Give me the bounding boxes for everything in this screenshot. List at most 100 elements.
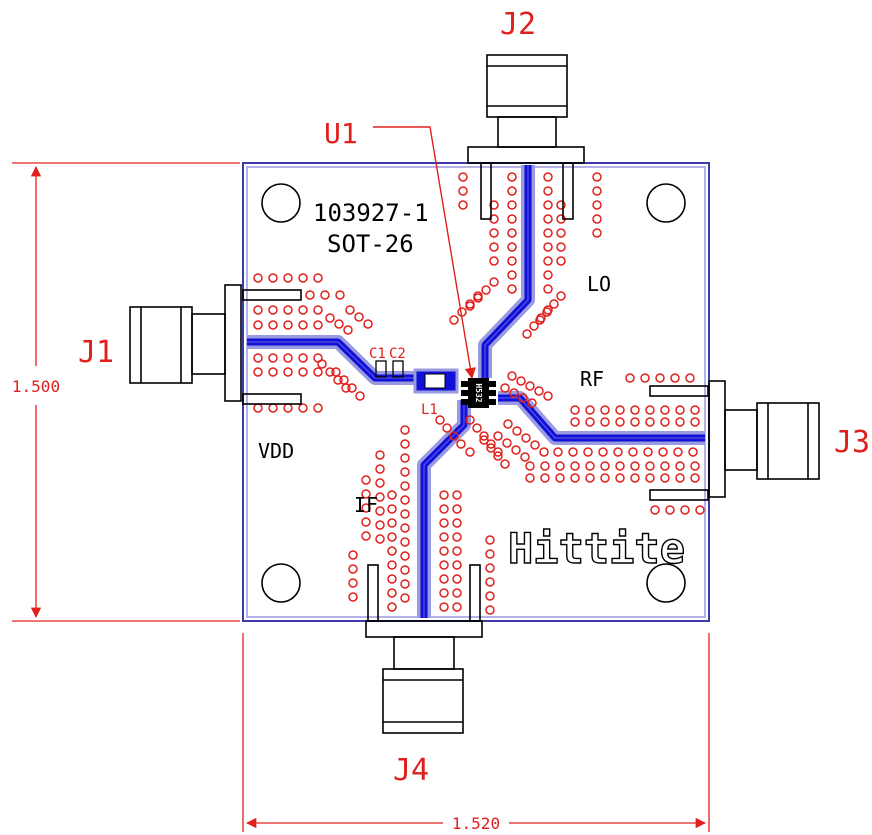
via — [375, 534, 385, 544]
via — [387, 602, 397, 612]
via — [439, 602, 449, 612]
via — [375, 464, 385, 474]
via — [512, 426, 522, 436]
via — [673, 447, 683, 457]
via — [543, 270, 553, 280]
via — [400, 467, 410, 477]
via — [339, 375, 349, 385]
via — [355, 391, 365, 401]
mounting-hole — [646, 563, 686, 603]
connector-pad — [367, 564, 379, 622]
via — [680, 505, 690, 515]
connector-labels: J2 J1 J3 J4 — [78, 7, 870, 788]
connector-j4 — [365, 564, 483, 734]
via — [313, 367, 323, 377]
via — [387, 574, 397, 584]
via — [253, 273, 263, 283]
via — [400, 425, 410, 435]
connector-shank — [393, 636, 455, 670]
via — [688, 447, 698, 457]
via — [361, 475, 371, 485]
via — [507, 242, 517, 252]
part-number: 103927-1 — [313, 199, 429, 227]
via — [643, 447, 653, 457]
via — [507, 186, 517, 196]
via — [645, 405, 655, 415]
via — [585, 461, 595, 471]
via — [387, 532, 397, 542]
via — [570, 473, 580, 483]
via — [400, 551, 410, 561]
via — [268, 403, 278, 413]
via — [439, 560, 449, 570]
via — [489, 242, 499, 252]
via — [600, 461, 610, 471]
via — [543, 242, 553, 252]
trace-j1 — [247, 338, 418, 382]
via — [556, 228, 566, 238]
via — [313, 403, 323, 413]
via — [268, 320, 278, 330]
via — [472, 423, 482, 433]
via — [439, 588, 449, 598]
via — [534, 386, 544, 396]
via — [530, 440, 540, 450]
connector-pad — [649, 385, 709, 397]
via — [345, 305, 355, 315]
connector-j1 — [129, 284, 302, 405]
via — [473, 291, 483, 301]
via — [465, 299, 475, 309]
via — [452, 546, 462, 556]
via — [507, 371, 517, 381]
via — [400, 453, 410, 463]
via — [485, 563, 495, 573]
via — [439, 504, 449, 514]
via — [400, 523, 410, 533]
via — [313, 273, 323, 283]
u1-callout: U1 — [324, 117, 476, 380]
via — [452, 574, 462, 584]
via — [348, 592, 358, 602]
via — [507, 172, 517, 182]
via — [543, 284, 553, 294]
label-l1: L1 — [421, 402, 438, 418]
via — [645, 461, 655, 471]
connector-j3 — [649, 380, 820, 501]
via — [549, 299, 559, 309]
via — [598, 447, 608, 457]
label-j3: J3 — [834, 425, 870, 460]
via — [361, 489, 371, 499]
via — [486, 443, 496, 453]
via — [268, 367, 278, 377]
via — [485, 577, 495, 587]
mounting-hole — [261, 183, 301, 223]
via — [387, 504, 397, 514]
via — [361, 517, 371, 527]
via — [387, 490, 397, 500]
via — [452, 532, 462, 542]
via — [556, 256, 566, 266]
via — [283, 353, 293, 363]
via — [485, 549, 495, 559]
via — [507, 228, 517, 238]
connector-shank — [191, 313, 226, 375]
port-label-vdd: VDD — [258, 439, 294, 463]
board-outline-inner — [246, 166, 706, 618]
via — [452, 588, 462, 598]
via — [585, 473, 595, 483]
via — [361, 503, 371, 513]
via — [493, 451, 503, 461]
via — [585, 417, 595, 427]
via — [298, 367, 308, 377]
port-label-if: IF — [354, 493, 378, 517]
connector-body — [129, 306, 193, 384]
via — [592, 186, 602, 196]
connector-pad — [480, 162, 492, 220]
via — [615, 461, 625, 471]
via — [527, 398, 537, 408]
label-j2: J2 — [500, 7, 536, 42]
via — [570, 461, 580, 471]
via — [253, 320, 263, 330]
via — [583, 447, 593, 457]
